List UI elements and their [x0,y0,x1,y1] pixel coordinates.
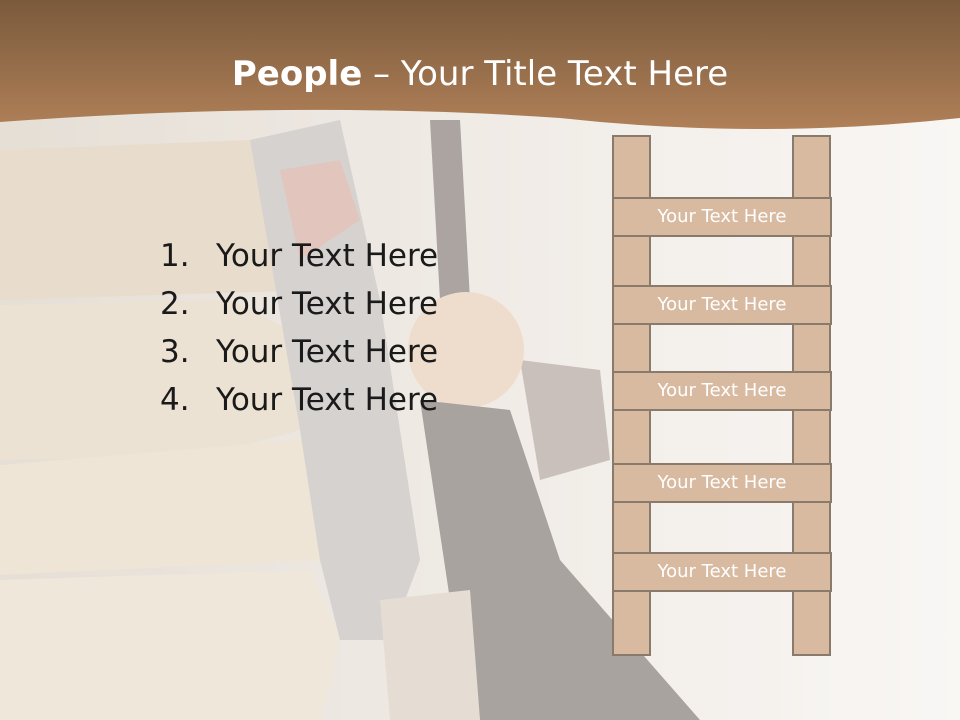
title-banner [0,0,960,140]
ladder-diagram: Your Text Here Your Text Here Your Text … [612,135,834,658]
ladder-rung-4: Your Text Here [612,463,832,503]
list-item: 4. Your Text Here [160,376,438,424]
list-text: Your Text Here [216,382,439,418]
ladder-rung-1: Your Text Here [612,197,832,237]
ladder-rung-2: Your Text Here [612,285,832,325]
list-number: 4. [160,382,190,418]
list-number: 2. [160,286,190,322]
list-text: Your Text Here [216,286,439,322]
list-number: 3. [160,334,190,370]
list-item: 2. Your Text Here [160,280,438,328]
numbered-list: 1. Your Text Here 2. Your Text Here 3. Your… [160,232,438,424]
list-text: Your Text Here [216,238,439,274]
list-number: 1. [160,238,190,274]
list-item: 1. Your Text Here [160,232,438,280]
list-item: 3. Your Text Here [160,328,438,376]
ladder-rung-3: Your Text Here [612,371,832,411]
slide-title: People – Your Title Text Here [0,52,960,96]
title-bold-part: People [231,54,363,94]
ladder-rung-5: Your Text Here [612,552,832,592]
title-rest-part: – Your Title Text Here [362,54,729,94]
list-text: Your Text Here [216,334,439,370]
